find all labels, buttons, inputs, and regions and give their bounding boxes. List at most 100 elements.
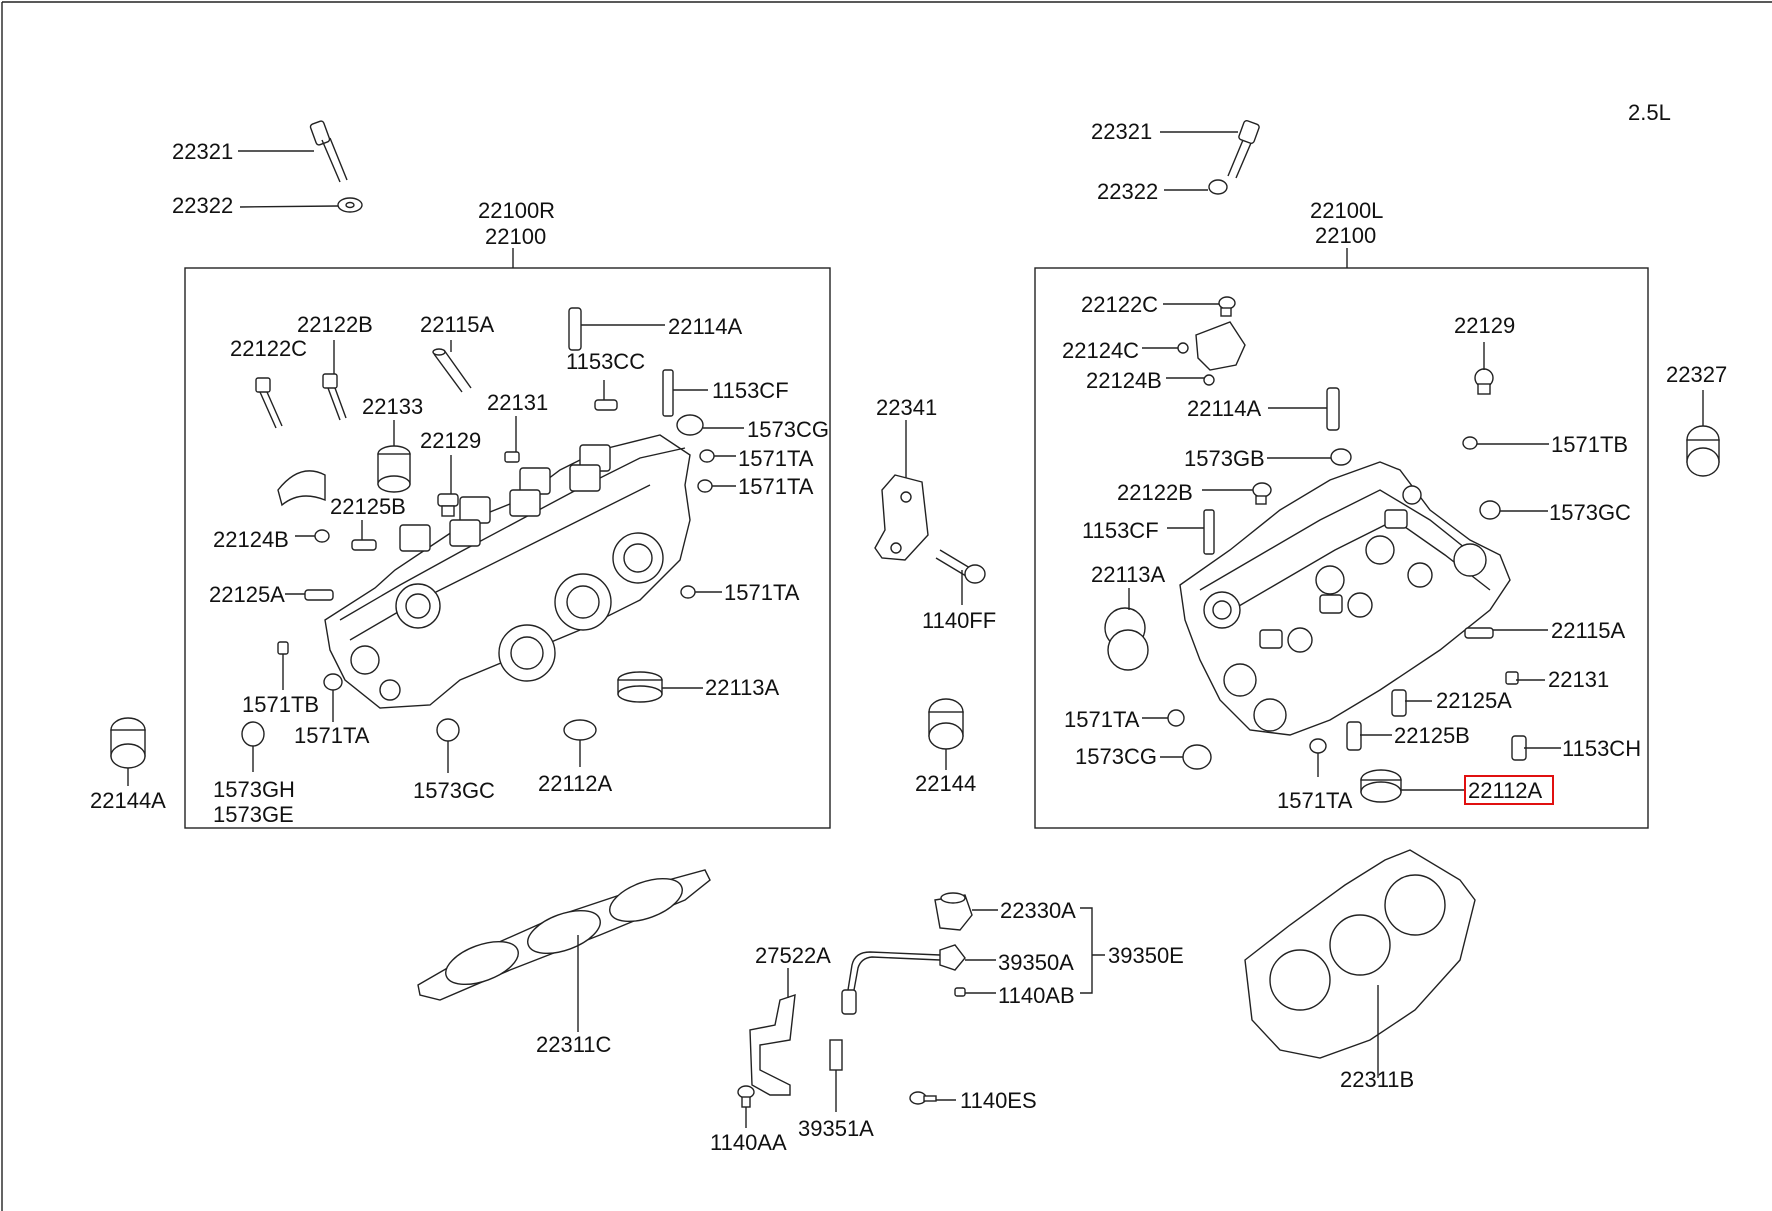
bolt-1140FF (935, 549, 986, 584)
seal-22144 (928, 698, 964, 750)
callout-label: 1571TA (1064, 707, 1140, 732)
washer-22322-left (1208, 179, 1228, 195)
callout-label: 22144 (915, 771, 976, 796)
callout-label: 1571TB (1551, 432, 1628, 457)
callout-label: 22129 (1454, 313, 1515, 338)
seat-22112A-right (563, 719, 597, 741)
callout-label: 1153CF (1082, 518, 1159, 543)
bushing-22133-right (377, 445, 411, 493)
callout-label: 22330A (1000, 898, 1076, 923)
highlight-box[interactable] (1464, 775, 1554, 805)
callout-label: 1153CC (566, 349, 645, 374)
bracket-27522A (749, 993, 796, 1096)
callout-label: 39350A (998, 950, 1074, 975)
callout-label: 1573CG (1075, 744, 1157, 769)
seat-22113A-left (1104, 607, 1149, 671)
callout-label: 1573CG (747, 417, 829, 442)
callout-label: 22114A (668, 314, 743, 339)
pin-1153CC-right (594, 399, 618, 411)
right-head-box (184, 267, 831, 829)
pin-1153CF-right (662, 369, 674, 417)
callout-label: 22322 (172, 193, 233, 218)
callout-label: 22122C (1081, 292, 1158, 317)
callout-label: 22114A (1187, 396, 1262, 421)
plug-1571TB-left (1462, 436, 1478, 450)
callout-label: 1573GC (413, 778, 495, 803)
guide-22114A-left (1326, 387, 1340, 431)
variant-label: 2.5L (1628, 100, 1671, 125)
callout-label: 22125B (330, 494, 406, 519)
callout-label: 22124B (213, 527, 289, 552)
callout-label: 1571TA (724, 580, 800, 605)
callout-label-highlighted[interactable]: 22112A (1468, 778, 1543, 803)
cap-22124C-left (1195, 321, 1246, 371)
plug-22129-left (1474, 368, 1494, 395)
seal-22144A (110, 717, 146, 769)
callout-label: 22133 (362, 394, 423, 419)
callout-label: 1571TA (738, 474, 814, 499)
plug-1571TB-right (277, 641, 289, 655)
callout-label: 27522A (755, 943, 831, 968)
group-label-right: 22100R (478, 198, 555, 223)
bolt-22321-left (1227, 120, 1260, 179)
callout-label: 22321 (1091, 119, 1152, 144)
callout-label: 22131 (1548, 667, 1609, 692)
callout-label: 1571TA (1277, 788, 1353, 813)
pin-22124B-left (1203, 374, 1215, 386)
callout-label: 1153CH (1562, 736, 1641, 761)
seal-1573GC-right (436, 718, 460, 742)
pin-22124C-left (1177, 342, 1189, 354)
callout-label: 22321 (172, 139, 233, 164)
callout-label: 22113A (1091, 562, 1166, 587)
callout-label: 22131 (487, 390, 548, 415)
bolt-22321-right (309, 120, 348, 183)
plug-1571TA-right-1 (699, 449, 715, 463)
callout-label: 22112A (538, 771, 613, 796)
pin-1153CH-left (1511, 735, 1527, 761)
bolt-22122B-right (322, 373, 347, 421)
pin-22125A-left (1391, 689, 1407, 717)
callout-label: 22122C (230, 336, 307, 361)
callout-label: 1571TA (738, 446, 814, 471)
bolt-22122C-left (1218, 296, 1236, 317)
callout-label: 1571TA (294, 723, 370, 748)
group-label-left: 22100L (1310, 198, 1383, 223)
plug-1571TA-right-3 (680, 585, 696, 599)
plug-1571TA-right-2 (697, 479, 713, 493)
pin-22125B-right (351, 539, 377, 551)
bracket-39350E (1080, 907, 1105, 994)
callout-label: 1573GB (1184, 446, 1265, 471)
guide-22114A-right (568, 307, 582, 351)
callout-label: 1573GE (213, 802, 294, 827)
callout-label: 22124C (1062, 338, 1139, 363)
seal-1573GB-left (1330, 448, 1352, 466)
callout-label: 22341 (876, 395, 937, 420)
callout-label: 22113A (705, 675, 780, 700)
left-head-box (1034, 267, 1649, 829)
guide-22115A-right (432, 348, 472, 393)
cylinder-head-left (1179, 461, 1511, 736)
plug-1571TA-right-4 (323, 673, 343, 691)
callout-label: 1573GC (1549, 500, 1631, 525)
plug-22131-right (504, 451, 520, 463)
cap-right (277, 470, 326, 507)
seal-22327 (1686, 425, 1720, 477)
callout-label: 22125A (209, 582, 285, 607)
plug-22129-right (437, 493, 459, 517)
callout-label: 22124B (1086, 368, 1162, 393)
bolt-1140AB (954, 987, 966, 997)
callout-label: 39350E (1108, 943, 1184, 968)
callout-label: 22322 (1097, 179, 1158, 204)
plug-1571TA-left-2 (1309, 738, 1327, 754)
sensor-22330A (934, 892, 973, 931)
callout-label: 1573GH (213, 777, 295, 802)
pin-22124B-right (314, 529, 330, 543)
callout-label: 1140AA (710, 1130, 787, 1155)
seal-1573CG-left (1182, 744, 1212, 770)
group-label-left-base: 22100 (1315, 223, 1376, 248)
gasket-22311B (1244, 849, 1476, 1059)
callout-label: 39351A (798, 1116, 874, 1141)
callout-label: 22115A (420, 312, 495, 337)
callout-label: 1140FF (922, 608, 996, 633)
